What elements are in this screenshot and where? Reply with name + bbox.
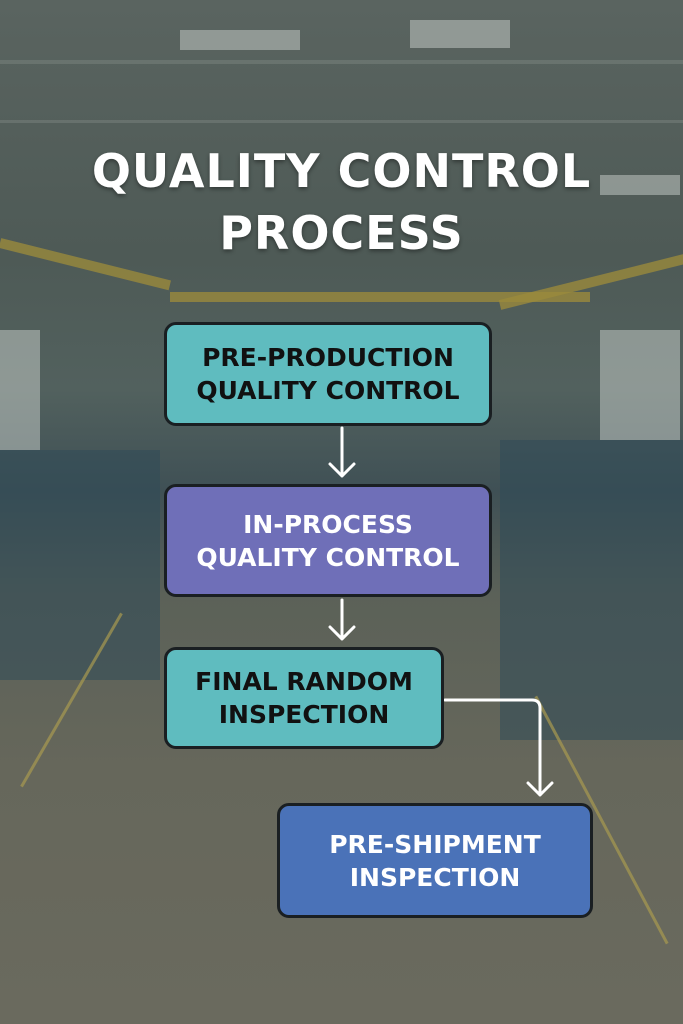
title-line-1: QUALITY CONTROL	[91, 144, 592, 198]
arrow-step2-to-step3	[328, 598, 356, 641]
step-label: INSPECTION	[218, 700, 390, 729]
title-line-2: PROCESS	[219, 206, 464, 260]
step-label: QUALITY CONTROL	[196, 542, 460, 572]
step-label: QUALITY CONTROL	[196, 376, 460, 405]
step-final-random-inspection: FINAL RANDOM INSPECTION	[164, 647, 444, 749]
step-label: FINAL RANDOM	[195, 667, 413, 696]
arrow-step3-to-step4	[443, 698, 554, 797]
step-label: PRE-SHIPMENT	[329, 829, 541, 859]
page-title: QUALITY CONTROL PROCESS	[0, 140, 683, 264]
arrow-step1-to-step2	[328, 426, 356, 478]
step-label: PRE-PRODUCTION	[202, 343, 454, 372]
step-label: INSPECTION	[349, 862, 521, 892]
step-pre-production-quality-control: PRE-PRODUCTION QUALITY CONTROL	[164, 322, 492, 426]
step-label: IN-PROCESS	[243, 509, 413, 539]
